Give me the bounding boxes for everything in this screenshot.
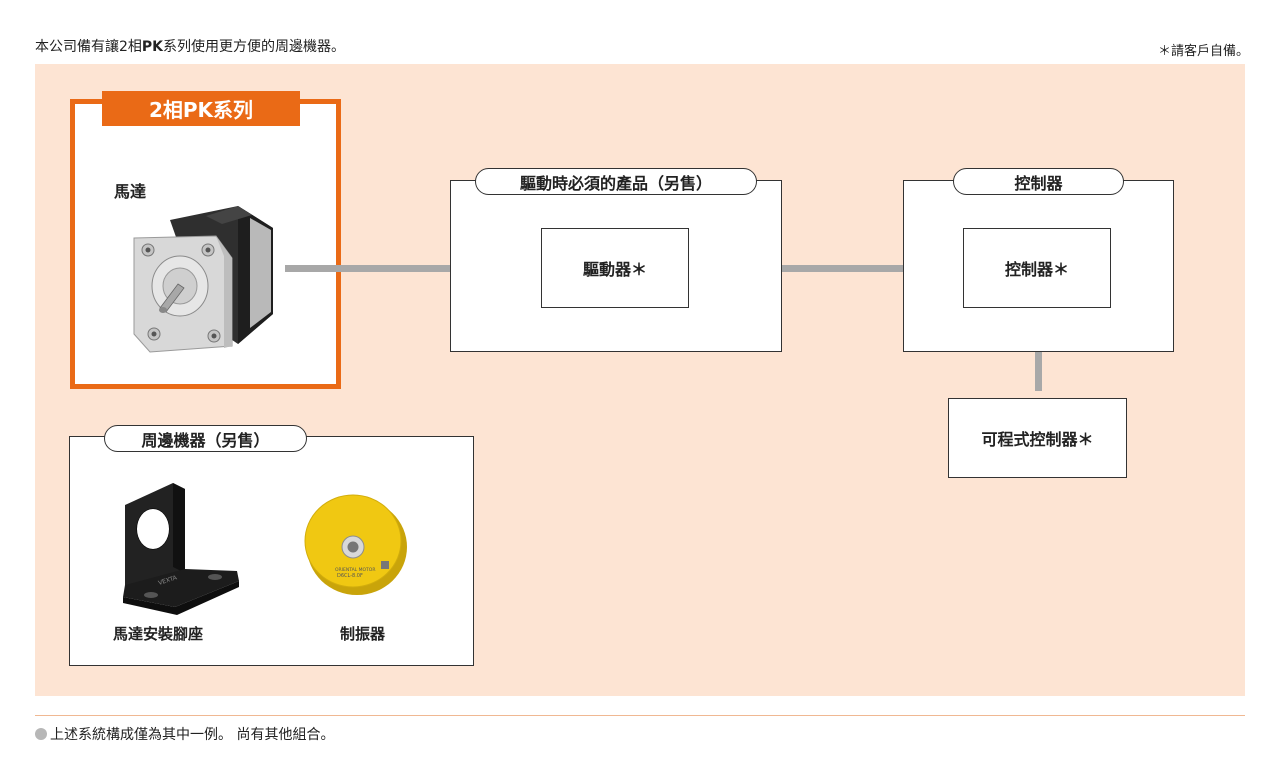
motor-driver-connector [285,265,533,272]
damper-brand-print: ORIENTAL MOTOR [335,567,375,573]
damper-model-print: D6CL-8.0F [337,573,363,579]
bracket-label: 馬達安裝腳座 [113,625,204,643]
controller-group-title: 控制器 [953,168,1124,195]
peripherals-title: 周邊機器（另售） [104,425,307,452]
controller-box: 控制器＊ [963,228,1111,308]
footer-note: 上述系統構成僅為其中一例。 尚有其他組合。 [35,724,334,744]
intro-text: 本公司備有讓2相PK系列使用更方便的周邊機器。 [35,39,346,55]
stepping-motor-image [133,206,273,353]
motor-label: 馬達 [114,182,147,201]
intro-series-bold: PK [141,39,164,55]
footer-text: 上述系統構成僅為其中一例。 尚有其他組合。 [50,727,335,743]
self-supply-note: ＊請客戶自備。 [1157,44,1249,59]
damper-label: 制振器 [340,625,386,643]
bullet-icon [35,728,47,740]
driver-box: 驅動器＊ [541,228,689,308]
damper-image: ORIENTAL MOTOR D6CL-8.0F [304,494,407,595]
controller-plc-connector [1035,313,1042,391]
footer-divider [35,715,1245,716]
plc-box: 可程式控制器＊ [948,398,1127,478]
motor-series-title: 2相PK系列 [102,91,300,126]
drive-products-title: 驅動時必須的產品（另售） [475,168,757,195]
mounting-bracket-image: VEXTA [123,483,239,615]
driver-controller-connector [698,265,952,272]
